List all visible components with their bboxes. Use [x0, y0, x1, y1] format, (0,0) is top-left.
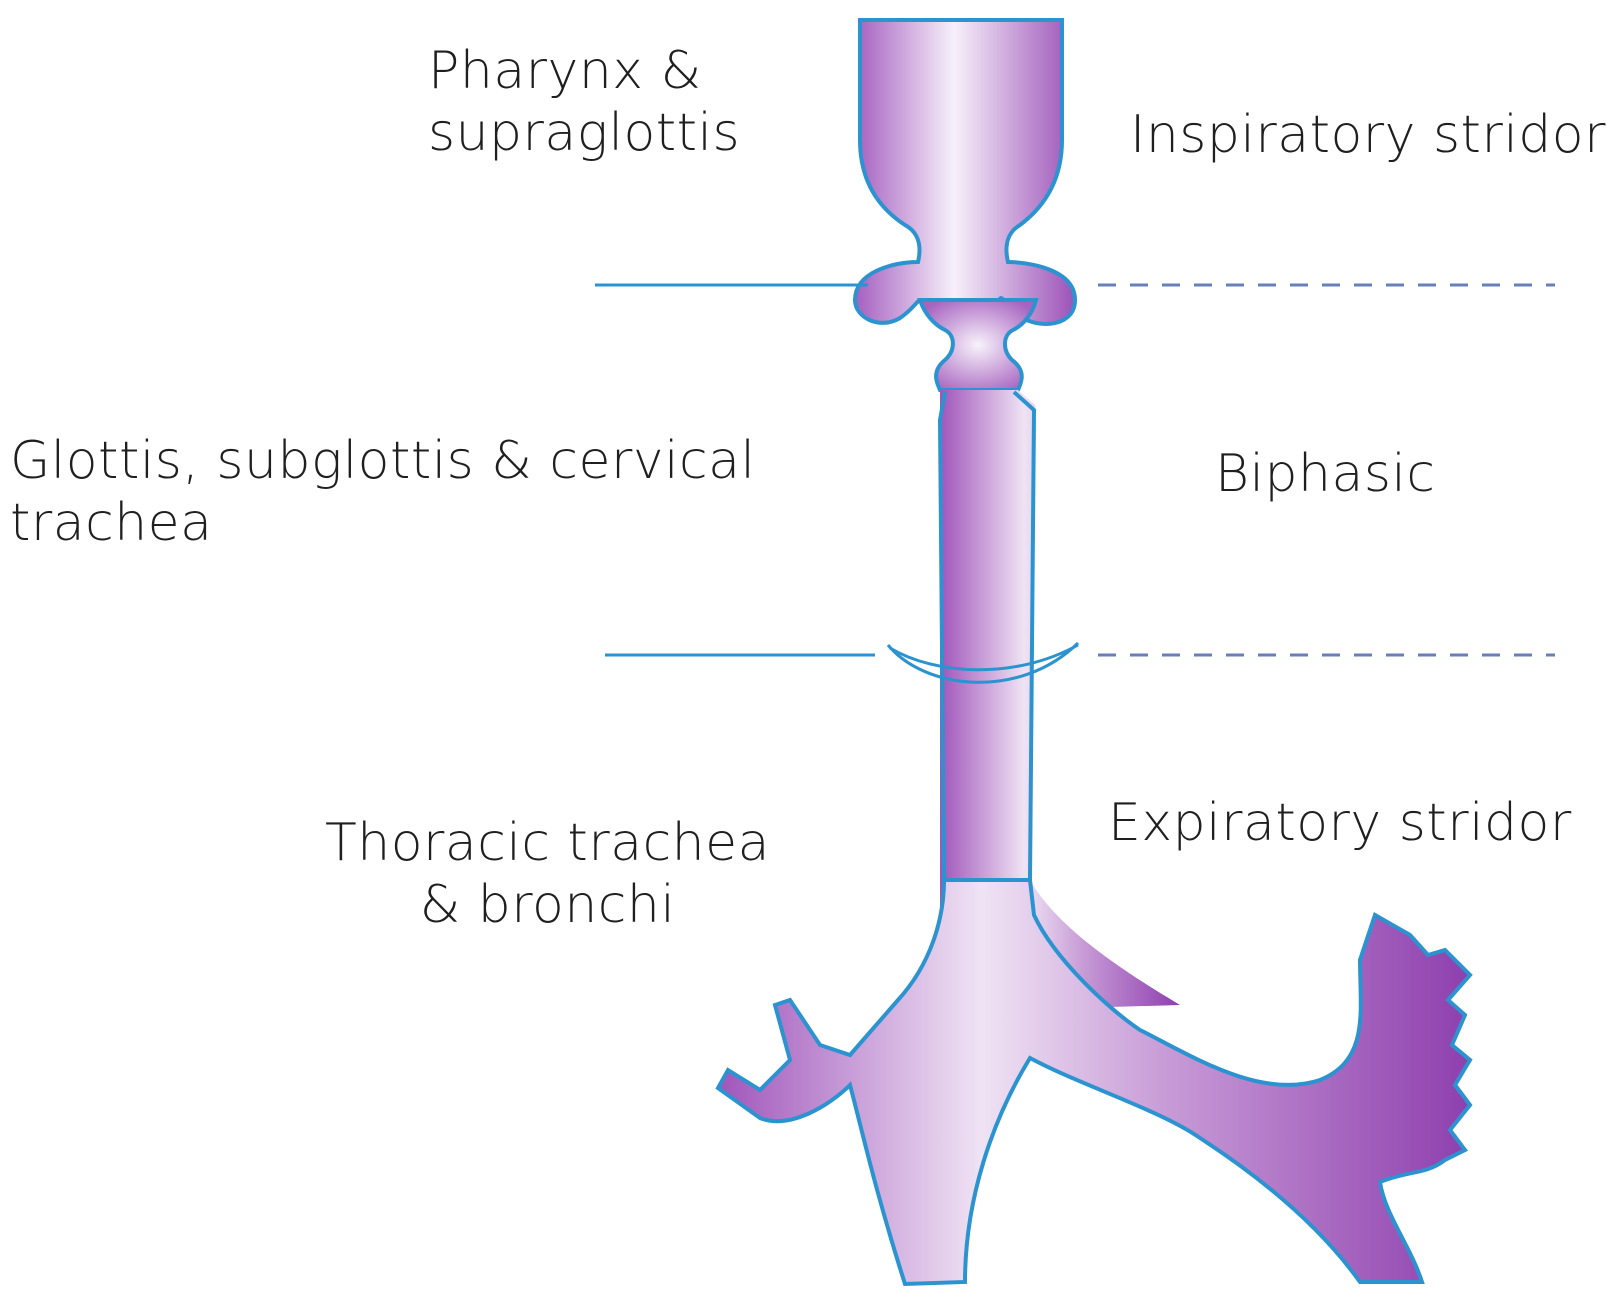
biphasic-stridor-label: Biphasic: [1215, 443, 1435, 505]
glottis-shape: [920, 300, 1036, 390]
pharynx-supraglottis-label: Pharynx & supraglottis: [428, 40, 740, 165]
inspiratory-stridor-label: Inspiratory stridor: [1130, 104, 1606, 166]
pharynx-shape: [855, 20, 1075, 324]
glottis-subglottis-label: Glottis, subglottis & cervical trachea: [10, 430, 755, 555]
bronchi-shape: [718, 880, 1470, 1284]
thoracic-trachea-label: Thoracic trachea & bronchi: [325, 812, 770, 937]
expiratory-stridor-label: Expiratory stridor: [1108, 792, 1572, 854]
